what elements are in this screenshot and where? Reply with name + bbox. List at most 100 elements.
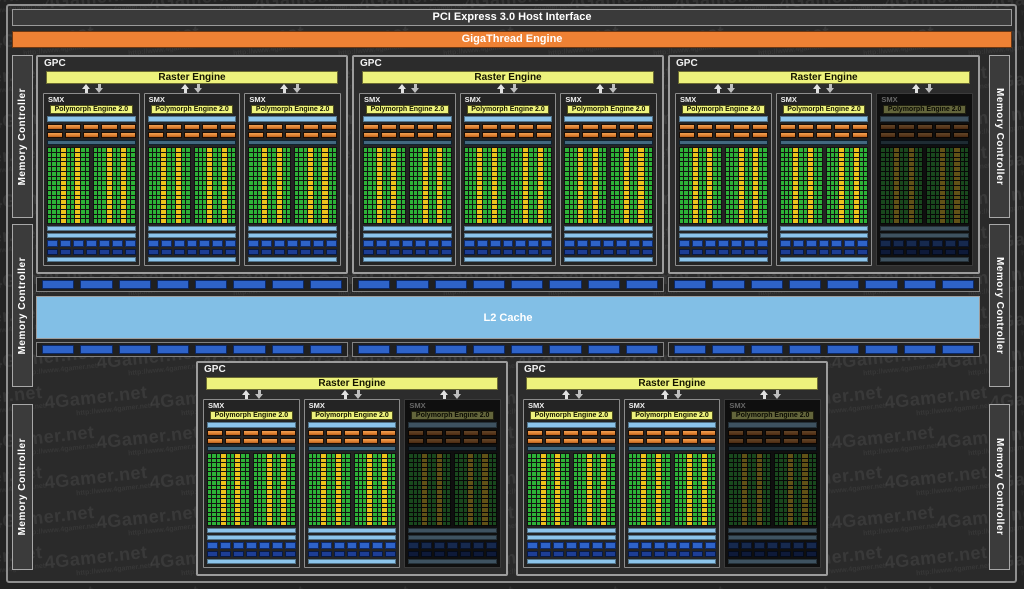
core-cell xyxy=(529,214,533,219)
core-cell xyxy=(299,200,303,204)
arrow-down-icon xyxy=(574,390,584,399)
core-cell xyxy=(638,190,644,195)
core-cell xyxy=(303,157,307,162)
sfu-unit xyxy=(85,249,97,255)
core-cell xyxy=(291,490,295,494)
core-cell xyxy=(363,508,367,512)
core-cell xyxy=(157,219,161,223)
core-cell xyxy=(582,517,586,521)
core-cell xyxy=(409,167,414,171)
core-cell xyxy=(619,162,623,166)
core-cell xyxy=(555,494,561,498)
core-cell xyxy=(272,190,276,195)
updown-arrows xyxy=(523,390,622,399)
core-cell xyxy=(548,152,552,157)
core-cell xyxy=(598,176,602,181)
smx-label: SMX xyxy=(464,95,481,104)
core-cell xyxy=(744,148,748,152)
core-cell xyxy=(680,214,684,219)
core-cell xyxy=(573,508,578,512)
core-column xyxy=(322,148,328,223)
sfu-row xyxy=(880,249,970,255)
core-column xyxy=(208,454,212,525)
core-cell xyxy=(437,162,443,166)
core-cell xyxy=(914,209,918,214)
core-cell xyxy=(573,454,578,458)
core-cell xyxy=(81,148,85,152)
core-cell xyxy=(221,148,227,152)
sfu-unit xyxy=(805,249,817,255)
core-cell xyxy=(680,181,684,185)
core-cell xyxy=(455,512,459,516)
core-cell xyxy=(939,148,945,152)
core-cell xyxy=(291,503,295,507)
core-cell xyxy=(789,148,793,152)
core-column xyxy=(221,148,227,223)
core-cell xyxy=(71,195,75,200)
core-cell xyxy=(342,481,346,485)
core-cell xyxy=(186,219,190,223)
core-cell xyxy=(853,148,859,152)
core-cell xyxy=(272,186,276,190)
core-cell xyxy=(536,481,540,485)
core-column xyxy=(346,454,350,525)
core-cell xyxy=(939,157,945,162)
core-column xyxy=(276,454,281,525)
core-cell xyxy=(487,152,491,157)
core-cell xyxy=(397,152,401,157)
core-cell xyxy=(102,190,106,195)
core-cell xyxy=(121,219,127,223)
core-cell xyxy=(148,195,152,200)
core-cell xyxy=(464,214,468,219)
core-cell xyxy=(342,472,346,476)
core-cell xyxy=(533,200,537,204)
core-cell xyxy=(523,148,529,152)
core-cell xyxy=(543,162,548,166)
core-cell xyxy=(56,181,60,185)
core-cell xyxy=(459,467,463,471)
core-cell xyxy=(555,517,561,521)
core-cell xyxy=(954,148,960,152)
sfu-unit xyxy=(743,249,755,255)
core-cell xyxy=(615,209,619,214)
core-cell xyxy=(523,209,529,214)
core-cell xyxy=(473,162,477,166)
core-column xyxy=(241,454,245,525)
core-cell xyxy=(346,490,350,494)
core-cell xyxy=(422,481,428,485)
core-cell xyxy=(565,517,569,521)
core-cell xyxy=(268,190,272,195)
core-cell xyxy=(845,167,849,171)
core-cell xyxy=(692,157,698,162)
core-cell xyxy=(602,162,607,166)
core-cell xyxy=(257,181,262,185)
core-cell xyxy=(473,521,478,525)
core-column xyxy=(376,148,382,223)
core-cell xyxy=(546,458,551,462)
core-cell xyxy=(931,176,935,181)
core-cell xyxy=(227,205,232,209)
core-cell xyxy=(56,205,60,209)
core-cell xyxy=(578,190,584,195)
core-cell xyxy=(266,503,272,507)
core-cell xyxy=(900,186,904,190)
core-cell xyxy=(491,200,498,204)
core-column xyxy=(830,148,835,223)
core-cell xyxy=(565,176,569,181)
core-cell xyxy=(392,490,396,494)
core-cell xyxy=(529,148,533,152)
core-cell xyxy=(914,186,918,190)
core-cell xyxy=(807,200,814,204)
core-cell xyxy=(644,152,648,157)
core-cell xyxy=(262,152,268,157)
core-cell xyxy=(227,190,232,195)
core-cell xyxy=(510,171,514,176)
core-cell xyxy=(561,490,565,494)
core-cell xyxy=(859,190,864,195)
core-cell xyxy=(171,190,175,195)
core-cell xyxy=(121,181,127,185)
core-cell xyxy=(401,195,405,200)
texture-unit xyxy=(435,124,452,130)
core-cell xyxy=(935,214,939,219)
core-cell xyxy=(241,463,245,467)
